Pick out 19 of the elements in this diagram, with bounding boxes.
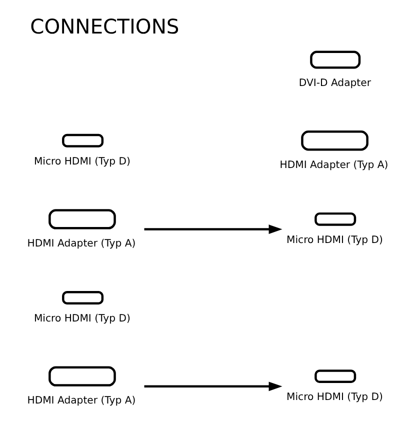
- node-box: [314, 370, 356, 384]
- node-box: [48, 366, 116, 386]
- diagram-title: CONNECTIONS: [30, 14, 179, 38]
- arrow: [144, 382, 282, 392]
- node-label: HDMI Adapter (Typ A): [26, 395, 136, 406]
- node-box: [300, 130, 368, 151]
- node-label: Micro HDMI (Typ D): [286, 392, 382, 404]
- node-box: [62, 134, 104, 148]
- node-box: [310, 50, 360, 69]
- node-label: HDMI Adapter (Typ A): [279, 160, 388, 171]
- arrow: [144, 224, 282, 234]
- node-box: [62, 291, 104, 304]
- node-box: [314, 212, 356, 226]
- node-box: [48, 209, 116, 230]
- node-label: Micro HDMI (Typ D): [33, 314, 130, 325]
- node-label: Micro HDMI (Typ D): [286, 234, 382, 246]
- node-label: DVI-D Adapter: [298, 78, 371, 89]
- node-label: Micro HDMI (Typ D): [33, 156, 130, 168]
- node-label: HDMI Adapter (Typ A): [26, 238, 136, 250]
